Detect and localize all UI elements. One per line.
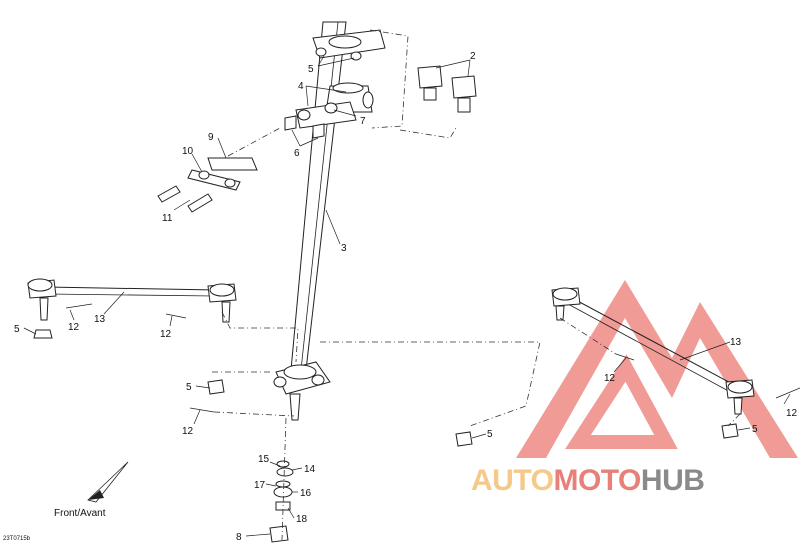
callout-11: 11: [162, 213, 173, 224]
callout-5-left: 5: [14, 324, 20, 335]
steering-bracket: [157, 157, 258, 213]
callout-12-mid: 12: [160, 329, 172, 340]
steering-column: [273, 21, 386, 421]
callout-labels: 2 5 4 7 6 9 10 11 3 5 12 13 12 5 12 13 1…: [14, 51, 798, 543]
tie-rod-left: [27, 278, 237, 339]
callout-17: 17: [254, 480, 266, 491]
callout-18: 18: [296, 514, 308, 525]
watermark-text: AUTOMOTOHUB: [471, 464, 704, 497]
watermark-logo: [516, 280, 798, 458]
direction-label: Front/Avant: [54, 508, 106, 519]
callout-9: 9: [208, 132, 214, 143]
callout-14: 14: [304, 464, 316, 475]
callout-12-right: 12: [604, 373, 616, 384]
cotter-pins: [65, 303, 800, 413]
front-arrow: [87, 461, 129, 503]
callout-7: 7: [360, 116, 366, 127]
callout-5-top: 5: [308, 64, 314, 75]
callout-12-center: 12: [182, 426, 194, 437]
callout-12-left: 12: [68, 322, 80, 333]
watermark-auto: AUTO: [471, 464, 554, 497]
figure-code: 23T0715b: [3, 536, 31, 542]
callout-2: 2: [470, 51, 476, 62]
callout-13-right: 13: [730, 337, 742, 348]
bottom-stack: [269, 460, 294, 543]
assembly-lines: [212, 29, 741, 541]
callout-5-center: 5: [186, 382, 192, 393]
callout-3: 3: [341, 243, 347, 254]
boot-clips: [417, 65, 477, 113]
callout-5-far-right: 5: [752, 424, 758, 435]
tie-rod-right: [551, 287, 755, 415]
callout-15: 15: [258, 454, 270, 465]
watermark-moto: MOTO: [553, 464, 641, 497]
callout-12-far-right: 12: [786, 408, 798, 419]
callout-5-right: 5: [487, 429, 493, 440]
watermark-hub: HUB: [641, 464, 705, 497]
callout-6: 6: [294, 148, 300, 159]
leader-lines: [23, 55, 791, 537]
callout-13-left: 13: [94, 314, 106, 325]
nuts: [207, 379, 739, 447]
callout-4: 4: [298, 81, 304, 92]
callout-16: 16: [300, 488, 312, 499]
callout-10: 10: [182, 146, 194, 157]
callout-8: 8: [236, 532, 242, 543]
